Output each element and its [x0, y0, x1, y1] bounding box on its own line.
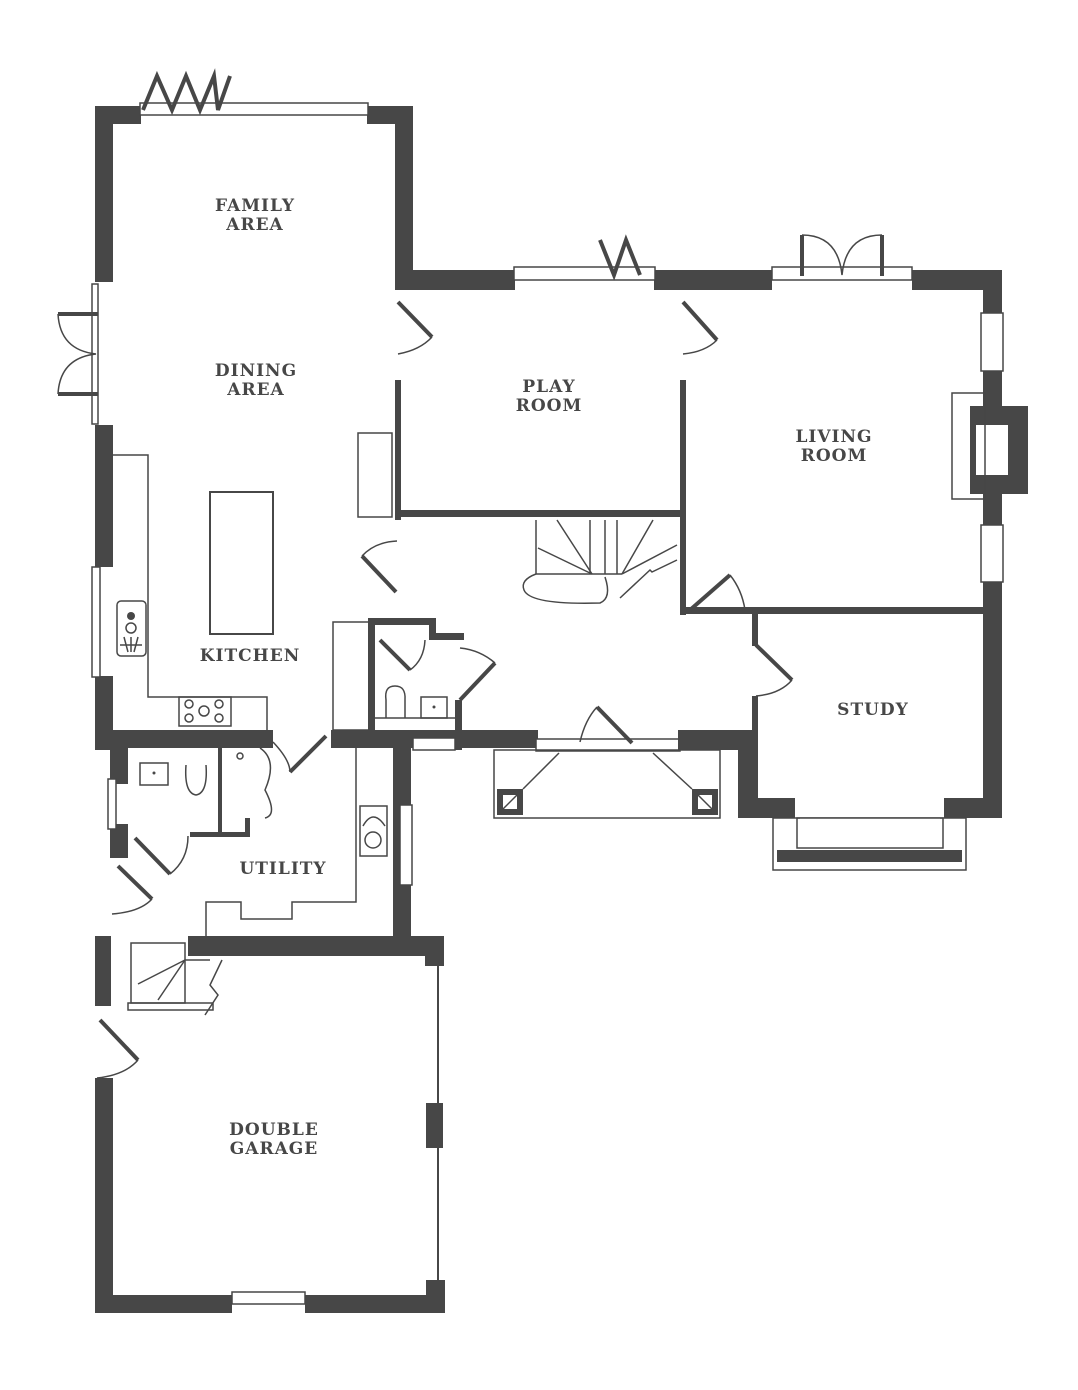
walls-garage	[95, 966, 445, 1313]
walls-playroom	[395, 270, 772, 615]
french-door-dining	[57, 283, 99, 425]
door-dining-playroom	[396, 300, 719, 355]
french-door-living	[771, 234, 913, 281]
wc-fixtures	[375, 638, 497, 719]
utility-fixtures	[107, 734, 456, 936]
staircase	[522, 519, 678, 604]
bifold-door-playroom	[513, 234, 656, 281]
walls-family-kitchen	[95, 106, 413, 750]
room-label-line: ROOM	[800, 446, 868, 466]
room-label-dining-area: DINING AREA	[215, 362, 297, 400]
living-window-1	[980, 312, 1004, 372]
door-hall-living	[688, 573, 746, 612]
room-label-line: UTILITY	[239, 859, 327, 879]
room-label-line: GARAGE	[229, 1139, 319, 1159]
room-label-family-area: FAMILY AREA	[215, 197, 295, 235]
door-garage-side	[96, 1018, 140, 1079]
walls-study	[738, 614, 1002, 871]
room-label-line: AREA	[226, 215, 284, 235]
room-label-study: STUDY	[837, 701, 909, 720]
room-label-double-garage: DOUBLE GARAGE	[229, 1121, 319, 1159]
walls-living	[686, 270, 1028, 818]
fireplace-hearth	[951, 392, 986, 500]
living-window-2	[980, 524, 1004, 583]
room-label-living-room: LIVING ROOM	[795, 428, 872, 466]
room-label-line: DOUBLE	[229, 1120, 319, 1140]
door-hall-study	[754, 643, 794, 697]
room-label-utility: UTILITY	[239, 860, 326, 879]
room-label-line: KITCHEN	[199, 646, 301, 666]
front-entrance	[493, 705, 757, 819]
door-hall-kitchen	[360, 540, 398, 594]
garage-stairs	[127, 942, 223, 1016]
room-label-line: STUDY	[837, 700, 909, 720]
room-label-line: AREA	[227, 380, 285, 400]
room-label-line: LIVING	[795, 427, 873, 447]
room-label-line: ROOM	[515, 396, 583, 416]
room-label-line: PLAY	[522, 377, 576, 397]
kitchen-worktop	[113, 432, 393, 731]
room-label-kitchen: KITCHEN	[200, 647, 300, 666]
room-label-line: DINING	[214, 361, 298, 381]
room-label-line: FAMILY	[214, 196, 296, 216]
room-label-play-room: PLAY ROOM	[516, 378, 583, 416]
bifold-door-family	[139, 68, 369, 116]
kitchen-window	[91, 566, 101, 678]
